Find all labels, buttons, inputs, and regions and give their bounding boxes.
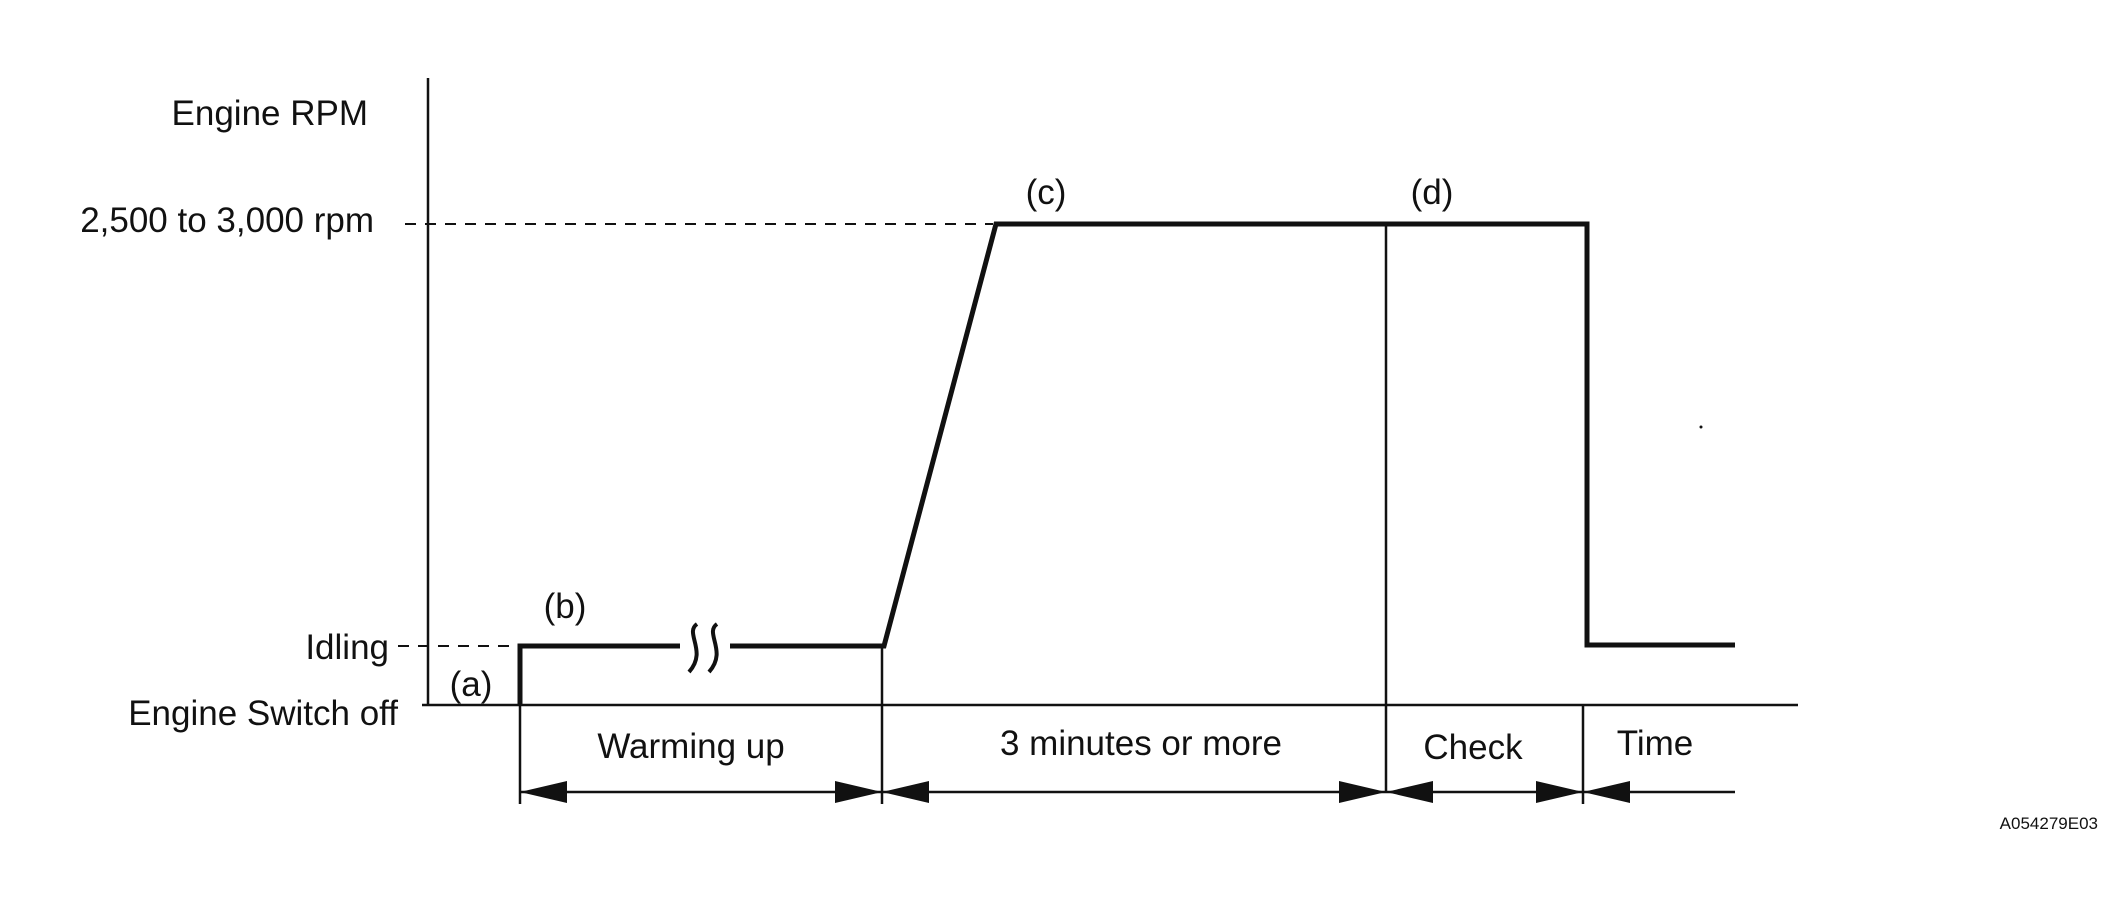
arrowhead-hold-left <box>882 781 929 803</box>
arrowhead-check-right <box>1536 781 1583 803</box>
arrowhead-check-left <box>1386 781 1433 803</box>
stray-dot <box>1699 425 1703 429</box>
off-level-label: Engine Switch off <box>128 694 398 733</box>
time-break-mark <box>680 622 730 674</box>
point-d-label: (d) <box>1411 173 1454 212</box>
phase-warming-label: Warming up <box>597 727 784 766</box>
arrowhead-hold-right <box>1339 781 1386 803</box>
point-a-label: (a) <box>450 665 493 704</box>
figure-code: A054279E03 <box>2000 814 2098 833</box>
point-c-label: (c) <box>1026 173 1067 212</box>
idle-level-label: Idling <box>305 628 389 667</box>
dimension-arrowheads <box>520 781 1630 803</box>
point-b-label: (b) <box>544 587 587 626</box>
arrowhead-warmup-left <box>520 781 567 803</box>
rpm-level-label: 2,500 to 3,000 rpm <box>80 201 374 240</box>
y-axis-title: Engine RPM <box>172 94 368 133</box>
rpm-profile-line <box>517 221 1735 706</box>
time-label: Time <box>1617 724 1693 763</box>
arrowhead-warmup-right <box>835 781 882 803</box>
phase-hold-label: 3 minutes or more <box>1000 724 1282 763</box>
arrowhead-time-left <box>1583 781 1630 803</box>
phase-check-label: Check <box>1423 728 1523 767</box>
